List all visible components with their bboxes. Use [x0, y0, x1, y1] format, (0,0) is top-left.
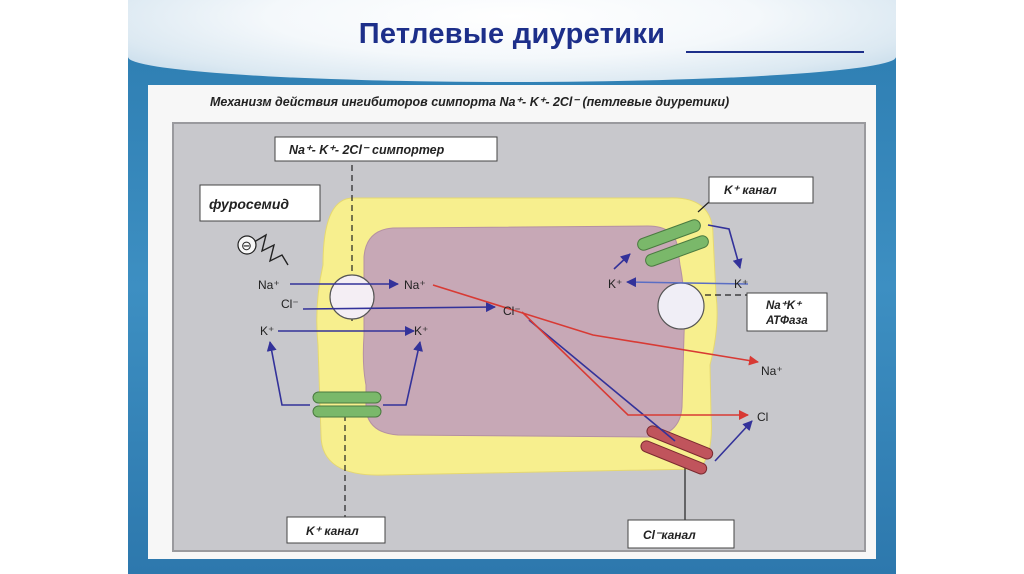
inhibition-minus: ⊖	[241, 238, 252, 253]
k-channel-bottom-label: K⁺ канал	[306, 524, 359, 538]
cl-channel-label-box	[627, 519, 735, 549]
loop-diuretic-diagram: Механизм действия ингибиторов симпорта N…	[172, 95, 866, 552]
arrow-k-atpase-into-cell	[626, 277, 749, 288]
arrow-cl-through-channel	[714, 420, 753, 462]
k-channel-top-label-box	[708, 176, 814, 204]
atpase-label-box	[746, 292, 828, 332]
arrow-cl-into-cell	[302, 302, 496, 313]
title-underline	[686, 51, 864, 53]
arrow-k-channel-to-interstitium	[707, 224, 743, 269]
symporter-label-box	[274, 136, 498, 162]
figure-panel: Механизм действия ингибиторов симпорта N…	[148, 85, 876, 559]
atpase-label-line2: АТФаза	[765, 315, 808, 327]
arrow-cl-to-interstitium	[521, 311, 749, 420]
figure-caption: Механизм действия ингибиторов симпорта N…	[210, 95, 729, 109]
furosemide-label-box	[199, 184, 321, 222]
ion-na-interstitium: Na⁺	[761, 364, 783, 378]
ion-cl-interstitium: Cl	[757, 410, 768, 424]
cl-channel-shape	[640, 425, 714, 475]
ion-na-lumen: Na⁺	[258, 278, 280, 292]
symporter-label: Na⁺- K⁺- 2Cl⁻ симпортер	[289, 143, 445, 157]
slide-title: Петлевые диуретики	[358, 18, 666, 50]
k-channel-top-label: K⁺ канал	[724, 183, 777, 197]
inhibition-zigzag	[253, 233, 289, 266]
arrow-cl-cell-to-channel	[528, 319, 676, 442]
ion-cl-lumen: Cl⁻	[281, 297, 299, 311]
arrow-na-to-interstitium	[432, 284, 759, 366]
k-channel-top-shape	[637, 219, 709, 267]
slide-header	[128, 0, 896, 82]
ion-k-cell: K⁺	[414, 324, 428, 338]
arrow-k-out-top	[613, 253, 631, 270]
arrow-k-out-bottom	[383, 341, 423, 406]
ion-cl-cell: Cl⁻	[503, 304, 521, 318]
symporter-circle	[329, 274, 375, 320]
ion-k-lumen: K⁺	[260, 324, 274, 338]
atpase-label-line1: Na⁺K⁺	[766, 300, 803, 312]
furosemide-label: фуросемид	[209, 196, 289, 212]
atpase-circle	[657, 282, 705, 330]
inhibition-circle	[237, 235, 257, 255]
cl-channel-label: Cl⁻канал	[643, 528, 696, 542]
k-channel-top-pointer	[697, 201, 710, 213]
arrow-k-recycle-lumen	[266, 341, 310, 406]
ion-k-interstitium: K⁺	[734, 277, 748, 291]
ion-k-cell-right: K⁺	[608, 277, 622, 291]
k-channel-bottom-shape	[312, 391, 382, 418]
ion-na-cell: Na⁺	[404, 278, 426, 292]
k-channel-bottom-label-box	[286, 516, 386, 544]
